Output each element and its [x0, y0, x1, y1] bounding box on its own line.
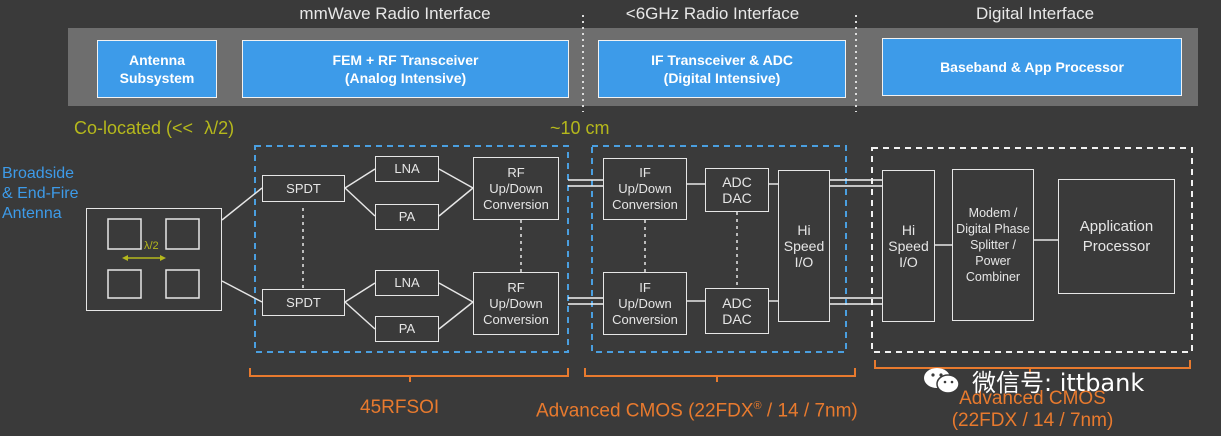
ten-cm-label: ~10 cm: [550, 118, 610, 138]
hi-speed-io-left: Hi Speed I/O: [778, 170, 830, 322]
antenna-type-label: Broadside & End-Fire Antenna: [2, 165, 79, 222]
antenna-lambda-label: λ/2: [144, 240, 159, 252]
spdt-bottom: SPDT: [262, 289, 345, 316]
if-conversion-top: IF Up/Down Conversion: [603, 158, 687, 220]
adc-dac-bottom: ADC DAC: [705, 288, 769, 334]
cmos-registered-mark: ®: [753, 400, 762, 412]
co-located-label: Co-located (<< λ/2): [74, 118, 234, 139]
rf-conversion-top: RF Up/Down Conversion: [473, 157, 559, 220]
hi-speed-io-right: Hi Speed I/O: [882, 170, 935, 322]
lambda-half-text: λ/2): [204, 118, 235, 138]
application-processor-block: Application Processor: [1058, 179, 1175, 294]
pa-bottom: PA: [375, 316, 439, 342]
cmos-tail-text: / 14 / 7nm): [761, 400, 858, 422]
cmos-right-line2: (22FDX / 14 / 7nm): [951, 410, 1114, 431]
wechat-watermark: 微信号: ittbank: [922, 363, 1144, 398]
co-located-text: Co-located (<<: [74, 118, 199, 138]
rfsoi-label: 45RFSOI: [360, 397, 440, 418]
header-digital: Digital Interface: [975, 4, 1095, 23]
if-transceiver-adc-block: IF Transceiver & ADC (Digital Intensive): [598, 40, 846, 98]
lna-bottom: LNA: [375, 270, 439, 296]
antenna-subsystem-block: Antenna Subsystem: [97, 40, 217, 98]
lna-top: LNA: [375, 156, 439, 182]
spdt-top: SPDT: [262, 175, 345, 202]
rf-conversion-bottom: RF Up/Down Conversion: [473, 272, 559, 335]
fem-rf-transceiver-block: FEM + RF Transceiver (Analog Intensive): [242, 40, 569, 98]
watermark-text: 微信号: ittbank: [972, 369, 1145, 397]
modem-phase-splitter-block: Modem / Digital Phase Splitter / Power C…: [952, 169, 1034, 321]
if-conversion-bottom: IF Up/Down Conversion: [603, 272, 687, 335]
adc-dac-top: ADC DAC: [705, 168, 769, 212]
advanced-cmos-right-label: Advanced CMOS (22FDX / 14 / 7nm): [945, 388, 1120, 432]
header-sub6: <6GHz Radio Interface: [625, 4, 800, 23]
header-mmwave: mmWave Radio Interface: [299, 4, 491, 23]
pa-top: PA: [375, 204, 439, 230]
antenna-array-box: [86, 208, 222, 311]
advanced-cmos-label: Advanced CMOS (22FDX® / 14 / 7nm): [536, 400, 858, 422]
wechat-icon: [922, 365, 962, 397]
baseband-app-processor-block: Baseband & App Processor: [882, 38, 1182, 96]
cmos-main-text: Advanced CMOS (22FDX: [536, 400, 754, 422]
cmos-right-line1: Advanced CMOS: [959, 388, 1106, 409]
